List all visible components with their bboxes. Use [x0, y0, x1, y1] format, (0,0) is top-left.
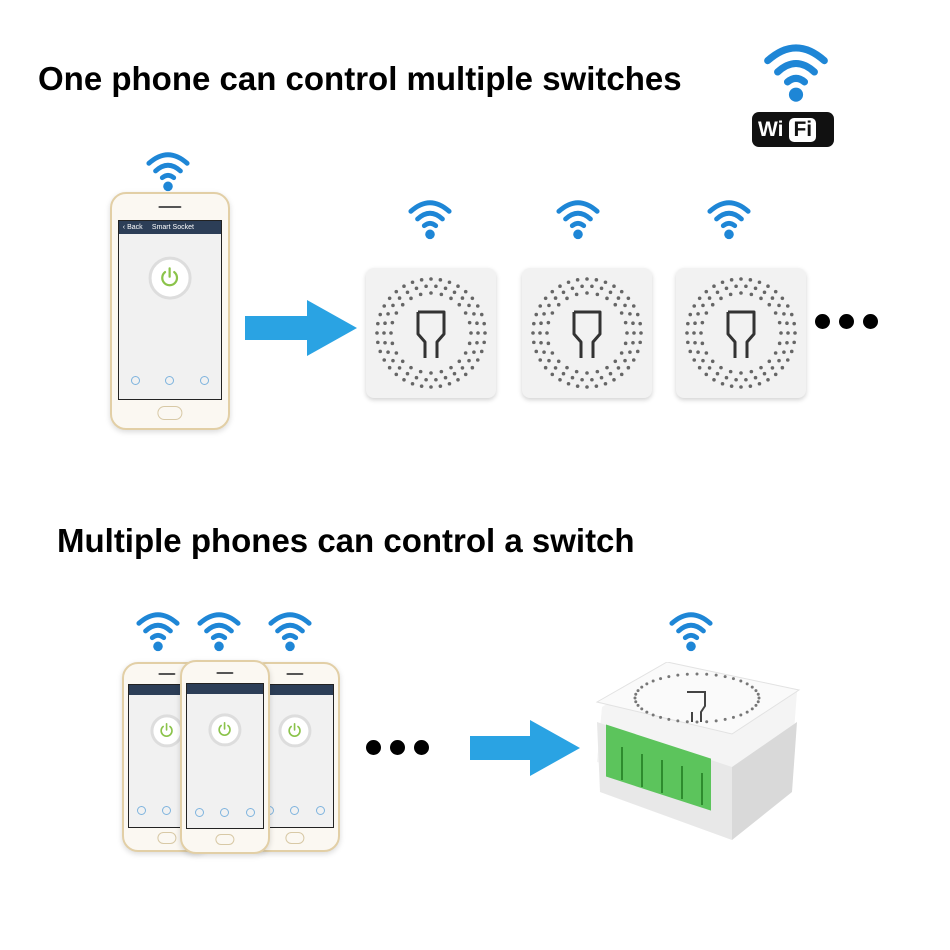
smart-switch [676, 268, 806, 398]
power-icon [161, 267, 179, 287]
arrow-right-icon [470, 720, 580, 776]
wifi-icon [145, 148, 191, 194]
tab-icon[interactable] [199, 375, 209, 385]
app-header [129, 685, 205, 696]
phone-speaker [216, 671, 234, 674]
back-link[interactable]: ‹ Back [122, 223, 143, 231]
wifi-logo-fi: Fi [789, 117, 817, 142]
phone [180, 660, 270, 854]
wifi-logo-wi: Wi [758, 117, 784, 141]
app-title: Smart Socket [151, 223, 194, 231]
phone-speaker [158, 673, 176, 676]
tab-icon[interactable] [165, 375, 175, 385]
phone: ‹ Back Smart Socket [110, 192, 230, 430]
smart-switch [522, 268, 652, 398]
home-button [285, 832, 305, 844]
wifi-icon [762, 38, 830, 106]
home-button [215, 833, 235, 846]
phone-screen [186, 682, 264, 830]
ellipsis-icon [815, 314, 878, 329]
section1-title: One phone can control multiple switches [38, 60, 682, 97]
wifi-icon [706, 196, 752, 242]
wifi-icon [267, 608, 313, 654]
power-button[interactable] [150, 714, 184, 748]
phone-speaker [158, 205, 182, 208]
phone-screen: ‹ Back Smart Socket [117, 219, 223, 400]
section2-title: Multiple phones can control a switch [57, 522, 635, 559]
ellipsis-icon [366, 740, 429, 755]
app-tabs [187, 807, 262, 817]
arrow-right-icon [245, 300, 357, 356]
power-icon [160, 723, 174, 738]
wifi-icon [555, 196, 601, 242]
app-tabs [119, 375, 221, 385]
power-button[interactable] [148, 256, 192, 300]
app-header: ‹ Back Smart Socket [118, 220, 222, 234]
power-icon [288, 723, 302, 738]
smart-switch-3d [595, 662, 801, 840]
home-button [157, 832, 177, 844]
power-icon [218, 722, 232, 737]
wifi-icon [135, 608, 181, 654]
home-button [157, 406, 183, 420]
wifi-icon [668, 608, 714, 654]
app-header [257, 685, 333, 696]
smart-switch [366, 268, 496, 398]
app-header [187, 683, 263, 694]
power-button[interactable] [278, 714, 312, 748]
power-button[interactable] [208, 713, 242, 747]
phone-speaker [286, 673, 304, 676]
wifi-icon [196, 608, 242, 654]
wifi-icon [407, 196, 453, 242]
tab-icon[interactable] [131, 375, 141, 385]
